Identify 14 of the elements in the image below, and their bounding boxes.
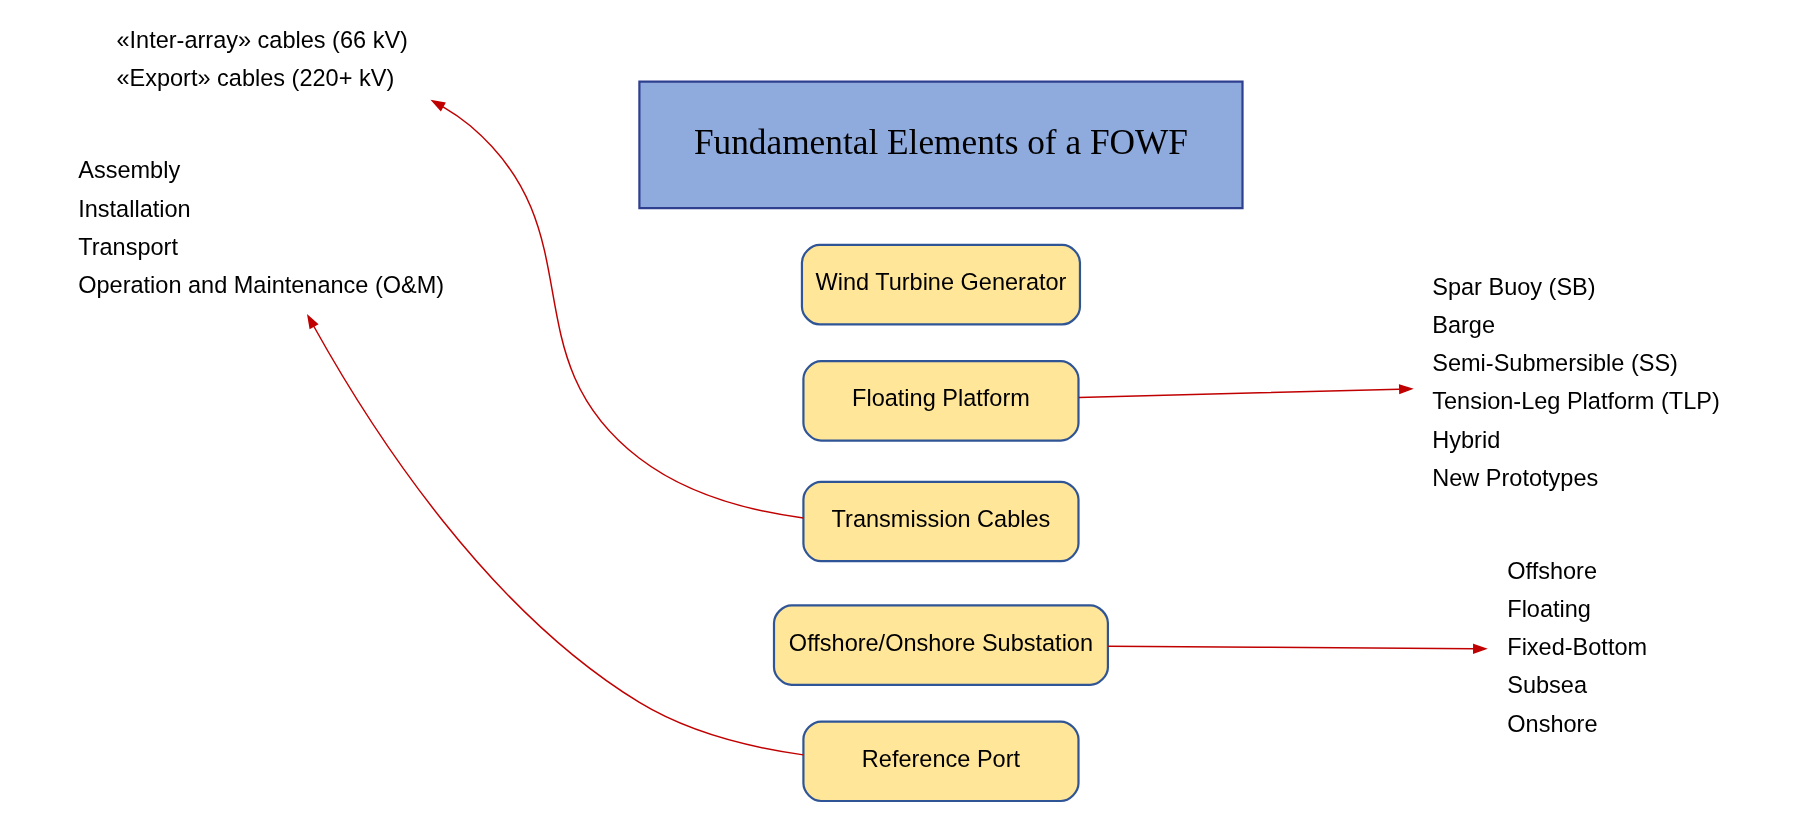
node-box: Floating Platform [801,360,1080,442]
node-box: Fundamental Elements of a FOWF [637,80,1244,210]
node-box: Reference Port [801,720,1080,803]
node-text: «Inter-array» cables (66 kV) «Export» cables (220+ kV) [115,26,408,91]
node-box: Transmission Cables [801,480,1080,563]
node-text: Assembly Installation Transport Operation and Maintenance (O&M) [77,157,444,299]
arrow [1077,384,1414,399]
arrow [1106,643,1488,654]
node-text: Spar Buoy (SB) Barge Semi-Submersible (SS) Tension-Leg Platform (TLP) Hybrid New Prototypes [1431,273,1720,491]
node-box: Offshore/Onshore Substation [772,604,1109,686]
node-text: Offshore Floating Fixed-Bottom Subsea Onshore [1506,557,1647,737]
arrow [429,99,804,519]
node-box: Wind Turbine Generator [800,243,1081,326]
arrow [306,313,804,756]
